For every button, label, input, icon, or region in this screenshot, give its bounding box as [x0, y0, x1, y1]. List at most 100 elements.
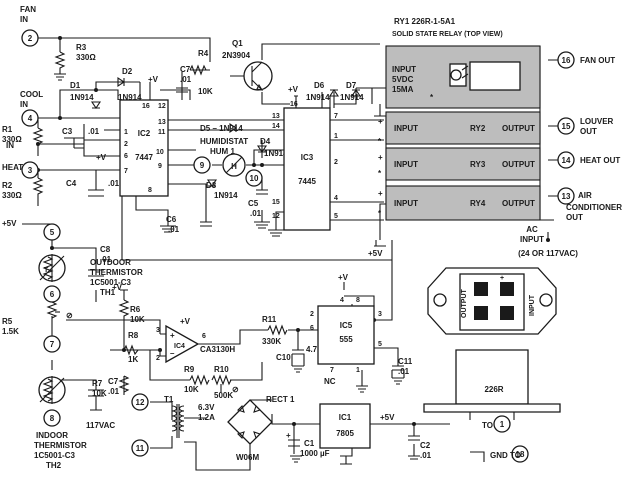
svg-text:C7: C7 — [108, 377, 119, 386]
svg-text:THERMISTOR: THERMISTOR — [34, 441, 87, 450]
svg-text:+V: +V — [112, 283, 123, 292]
svg-text:+5V: +5V — [2, 219, 17, 228]
svg-text:INPUT: INPUT — [394, 124, 418, 133]
svg-text:330Ω: 330Ω — [2, 191, 22, 200]
svg-text:1000 µF: 1000 µF — [300, 449, 330, 458]
svg-text:330Ω: 330Ω — [2, 135, 22, 144]
svg-text:C3: C3 — [62, 127, 73, 136]
svg-text:+: + — [286, 431, 291, 440]
svg-text:RECT 1: RECT 1 — [266, 395, 295, 404]
svg-text:C7: C7 — [180, 65, 191, 74]
svg-text:IC5: IC5 — [340, 321, 353, 330]
svg-text:6: 6 — [50, 290, 55, 299]
diode-d5: D5 – 1N914 — [200, 122, 243, 134]
relay-ry4: INPUT RY4 OUTPUT + * — [378, 185, 541, 221]
terminal-4: 4 — [21, 109, 39, 127]
capacitor-c5: C5 .01 — [248, 189, 268, 218]
svg-text:HEAT: HEAT — [2, 163, 23, 172]
svg-text:IN: IN — [6, 141, 14, 150]
svg-text:OUT: OUT — [580, 127, 597, 136]
power-symbols: +V +V +V +V +V +V +5V +5V +5V — [2, 75, 395, 422]
svg-text:7445: 7445 — [298, 177, 316, 186]
svg-text:15: 15 — [272, 199, 280, 206]
svg-text:6: 6 — [310, 325, 314, 332]
svg-text:+: + — [170, 331, 175, 340]
svg-text:IC2: IC2 — [138, 129, 151, 138]
svg-text:2: 2 — [28, 34, 33, 43]
svg-text:C10: C10 — [276, 353, 291, 362]
svg-text:R9: R9 — [184, 365, 195, 374]
terminal-5: 5 — [43, 223, 61, 241]
terminal-15: 15 — [557, 117, 575, 135]
svg-text:10: 10 — [250, 174, 259, 183]
svg-text:D5 – 1N914: D5 – 1N914 — [200, 124, 243, 133]
resistor-r3: R3 330Ω — [54, 43, 96, 70]
diode-d7: D7 1N914 — [340, 81, 364, 102]
svg-text:.01: .01 — [398, 367, 410, 376]
relay-package-side: 226R — [423, 349, 561, 420]
svg-text:THERMISTOR: THERMISTOR — [90, 268, 143, 277]
diode-d3: D3 1N914 — [206, 179, 238, 200]
svg-text:TH2: TH2 — [46, 461, 62, 470]
terminal-14: 14 — [557, 151, 575, 169]
svg-text:16: 16 — [562, 56, 571, 65]
svg-text:*: * — [378, 169, 382, 178]
svg-text:T: T — [44, 267, 49, 274]
diode-d2: D2 1N914 — [117, 67, 142, 102]
resistor-r2: R2 330Ω — [2, 177, 44, 200]
resistor-r9: R9 10K — [184, 365, 210, 394]
capacitor-c3: C3 .01 — [62, 127, 100, 145]
svg-text:+: + — [378, 117, 383, 126]
capacitor-c2: C2 .01 — [408, 435, 432, 460]
capacitors: C3 .01 C4 .01 C7 .01 C5 .01 C6 .01 C8 .0… — [62, 65, 432, 460]
svg-text:TH1: TH1 — [100, 288, 116, 297]
svg-text:15MA: 15MA — [392, 85, 414, 94]
svg-text:RY4: RY4 — [470, 199, 486, 208]
svg-text:13: 13 — [562, 192, 571, 201]
resistor-r1: R1 330Ω — [2, 125, 44, 148]
svg-text:+V: +V — [148, 75, 159, 84]
svg-text:.01: .01 — [168, 225, 180, 234]
svg-text:IC4: IC4 — [174, 343, 185, 350]
terminal-10: 10 — [245, 169, 263, 187]
svg-text:9: 9 — [200, 161, 205, 170]
svg-text:7: 7 — [50, 340, 55, 349]
capacitor-c11: C11 .01 — [391, 357, 413, 378]
svg-text:330K: 330K — [262, 337, 281, 346]
svg-text:7: 7 — [124, 168, 128, 175]
svg-text:.01: .01 — [108, 179, 120, 188]
resistor-r11: R11 330K — [262, 315, 288, 346]
capacitor-c6: C6 .01 — [166, 215, 212, 234]
svg-text:OUTDOOR: OUTDOOR — [90, 258, 131, 267]
svg-text:11: 11 — [158, 129, 166, 136]
terminal-16: 16 — [557, 51, 575, 69]
input-labels: FAN IN COOL IN HEAT IN 117VAC AC INPUT (… — [2, 5, 578, 430]
svg-text:1N914: 1N914 — [306, 93, 330, 102]
svg-text:LOUVER: LOUVER — [580, 117, 614, 126]
svg-text:+V: +V — [96, 153, 107, 162]
diode-d6: D6 1N914 — [306, 81, 340, 102]
svg-text:10K: 10K — [92, 389, 107, 398]
svg-text:1C5001-C3: 1C5001-C3 — [34, 451, 75, 460]
bridge-rectifier-rect1: RECT 1 W06M — [227, 395, 295, 462]
svg-text:6: 6 — [124, 153, 128, 160]
svg-text:1K: 1K — [128, 355, 138, 364]
resistor-r5: R5 1.5K ⊘ — [2, 301, 73, 336]
svg-text:⊘: ⊘ — [66, 311, 73, 320]
svg-text:6: 6 — [202, 333, 206, 340]
svg-text:C2: C2 — [420, 441, 431, 450]
svg-text:2: 2 — [156, 355, 160, 362]
svg-text:CONDITIONER: CONDITIONER — [566, 203, 622, 212]
svg-text:D2: D2 — [122, 67, 133, 76]
svg-text:11: 11 — [136, 444, 145, 453]
resistor-r10: R10 500K ⊘ — [211, 365, 239, 400]
svg-text:13: 13 — [272, 113, 280, 120]
svg-text:C5: C5 — [248, 199, 259, 208]
humidistat-hum1: H HUMIDISTAT HUM 1 — [200, 137, 248, 177]
svg-text:555: 555 — [339, 335, 353, 344]
svg-text:3: 3 — [28, 166, 33, 175]
svg-text:10: 10 — [156, 149, 164, 156]
svg-text:W06M: W06M — [236, 453, 259, 462]
svg-text:IC3: IC3 — [301, 153, 314, 162]
